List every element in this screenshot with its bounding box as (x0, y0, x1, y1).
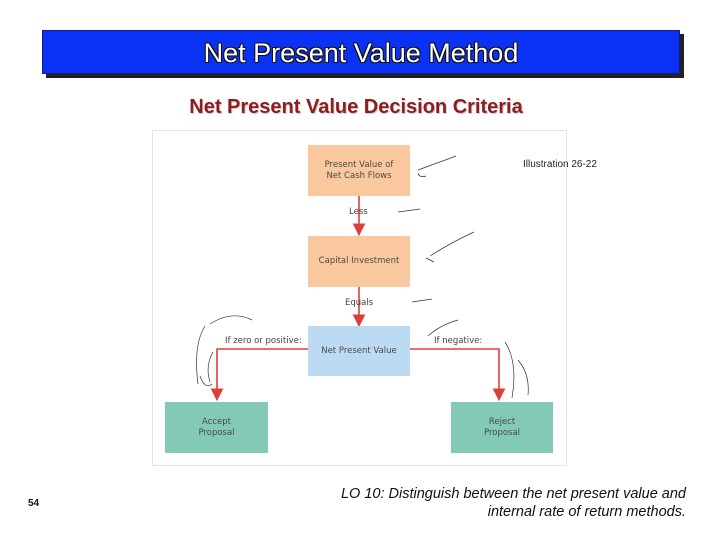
lo-line-2: internal rate of return methods. (487, 504, 686, 520)
box-net-present-value: Net Present Value (308, 326, 410, 376)
box-reject-proposal: Reject Proposal (451, 402, 553, 453)
title-bar: Net Present Value Method (42, 30, 680, 74)
pen-marks (196, 155, 529, 399)
label-equals: Equals (345, 298, 374, 308)
arrow-npv-to-reject (410, 348, 506, 402)
slide-number: 54 (28, 498, 40, 509)
lo-line-1: LO 10: Distinguish between the net prese… (340, 486, 686, 502)
box-capital-investment: Capital Investment (308, 236, 410, 287)
learning-objective: LO 10: Distinguish between the net prese… (250, 485, 686, 521)
label-if-zero-or-positive: If zero or positive: (225, 336, 302, 346)
slide-title: Net Present Value Method (203, 38, 519, 68)
illustration-label: Illustration 26-22 (523, 159, 597, 170)
arrow-npv-to-accept (210, 348, 308, 402)
label-if-negative: If negative: (434, 336, 483, 346)
box-accept-proposal: Accept Proposal (165, 402, 268, 453)
box-present-value-net-cash-flows: Present Value of Net Cash Flows (308, 145, 410, 196)
label-less: Less (349, 207, 368, 217)
slide-subtitle: Net Present Value Decision Criteria (189, 96, 523, 118)
